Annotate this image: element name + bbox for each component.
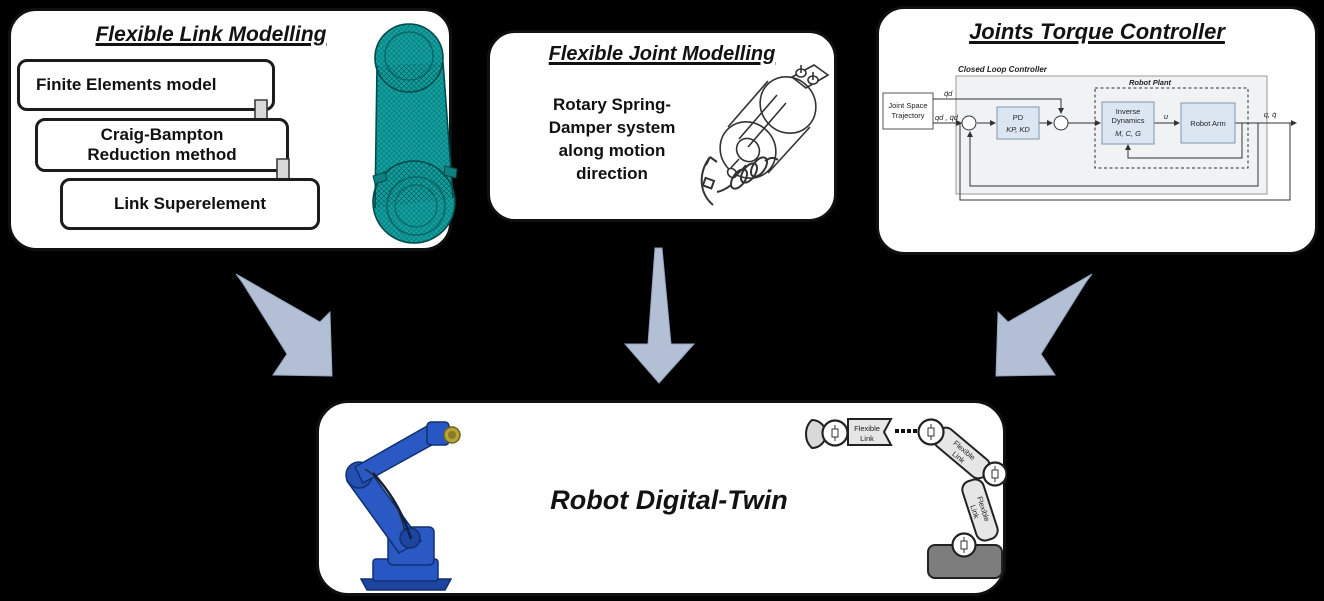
closed-loop-label: Closed Loop Controller	[958, 65, 1048, 74]
joint-space-trajectory-block	[882, 92, 934, 130]
step-link-superelement-label: Link Superelement	[113, 193, 267, 213]
pd-gains-label: KP, KD	[1006, 125, 1030, 134]
robot-arm-block	[1180, 102, 1236, 144]
description-line: along motion	[558, 141, 666, 160]
signal-qdd-label: q̈d	[944, 89, 953, 98]
flow-arrow-right	[995, 273, 1093, 377]
description-line: Damper system	[548, 118, 676, 137]
svg-text:Link: Link	[968, 504, 981, 520]
id-label: Dynamics	[1112, 116, 1145, 125]
step-link-superelement: Link Superelement	[60, 178, 320, 230]
svg-text:Flexible: Flexible	[854, 424, 880, 433]
robot-arm-label: Robot Arm	[1190, 119, 1225, 128]
description-line: direction	[576, 164, 648, 183]
pd-block	[996, 106, 1040, 140]
digital-twin-title: Robot Digital-Twin	[550, 485, 788, 515]
step-finite-elements: Finite Elements model	[17, 59, 275, 111]
summing-junction	[1053, 115, 1069, 131]
joint-circle	[821, 418, 1007, 558]
flexible-link-panel: Flexible Link Modelling Finite Elements …	[8, 8, 458, 251]
motor-spring-sketch	[700, 64, 830, 206]
step-craig-bampton-label: Craig-Bampton Reduction method	[87, 124, 237, 164]
flow-arrow-middle	[623, 247, 696, 384]
flexible-link-banner: Flexible Link	[961, 478, 999, 542]
flexible-joint-title: Flexible Joint Modelling	[548, 43, 776, 65]
digital-twin-panel: Robot Digital-Twin Flexible Link Flexibl…	[316, 400, 1007, 596]
step-craig-bampton: Craig-Bampton Reduction method	[35, 118, 289, 172]
torque-controller-panel: Joints Torque Controller Closed Loop Con…	[876, 6, 1318, 255]
jst-label: Joint Space	[888, 101, 927, 110]
robot-plant-label: Robot Plant	[1129, 78, 1172, 87]
step-finite-elements-label: Finite Elements model	[36, 74, 217, 94]
pd-label: PD	[1013, 113, 1024, 122]
description-line: Rotary Spring-	[552, 95, 672, 114]
svg-text:Link: Link	[860, 434, 874, 443]
signal-qd-label: qd , q̇d	[935, 113, 959, 122]
signal-u-label: u	[1164, 112, 1169, 121]
flexible-link-title: Flexible Link Modelling	[95, 23, 327, 46]
inverse-dynamics-block	[1101, 101, 1155, 145]
id-label: Inverse	[1116, 107, 1141, 116]
end-effector-shape	[805, 418, 827, 450]
signal-output-label: q, q̇	[1264, 110, 1277, 119]
control-block-diagram: Closed Loop Controller Joint Space Traje…	[882, 65, 1297, 201]
flexible-joint-panel: Flexible Joint Modelling Rotary Spring- …	[487, 30, 837, 222]
finite-element-mesh-image	[372, 23, 458, 244]
flexible-joint-description: Rotary Spring- Damper system along motio…	[512, 93, 712, 185]
id-params-label: M, C, G	[1115, 129, 1141, 138]
jst-label: Trajectory	[891, 111, 924, 120]
summing-junction	[961, 115, 977, 131]
flow-arrow-left	[235, 273, 333, 377]
flexible-robot-schematic: Flexible Link Flexible Link Flexible Lin…	[805, 418, 1007, 579]
joint-spring-icon	[831, 424, 999, 553]
torque-controller-title: Joints Torque Controller	[969, 19, 1225, 44]
robot-arm-image	[345, 421, 461, 591]
flexible-link-banner: Flexible Link	[847, 418, 893, 446]
